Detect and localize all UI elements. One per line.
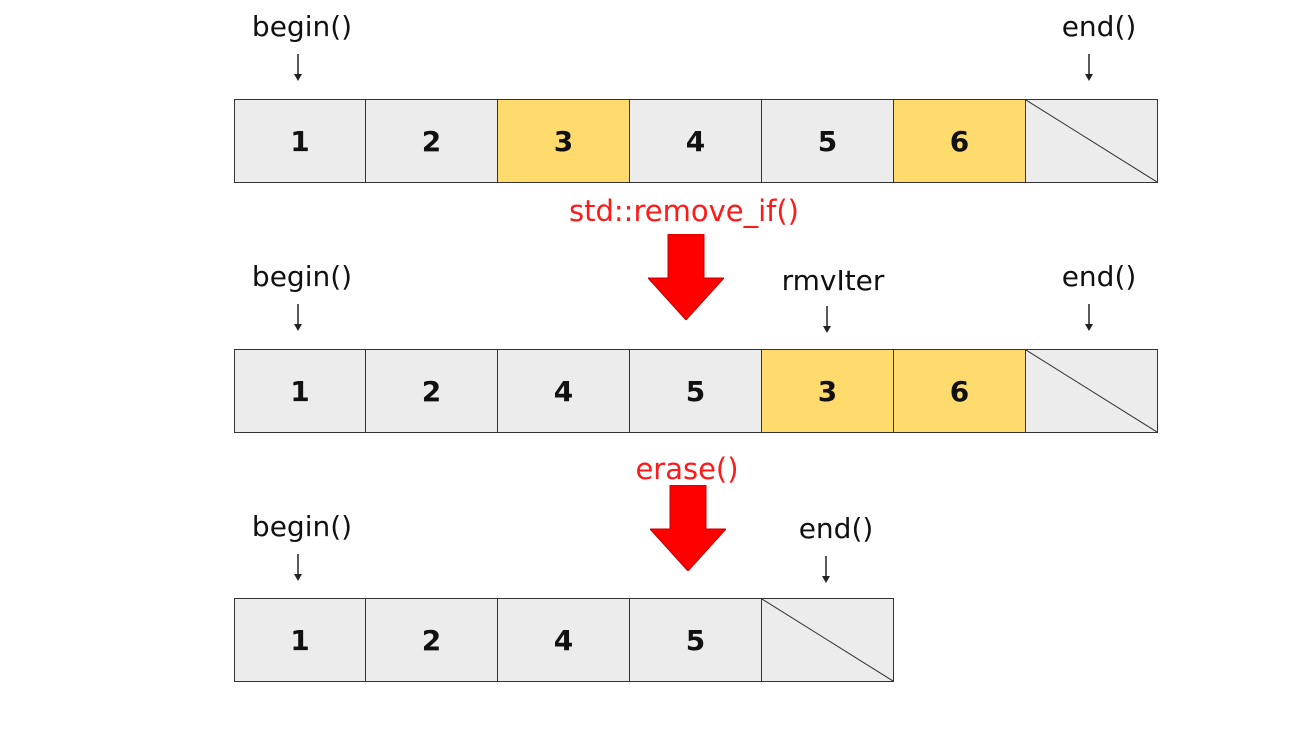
big-down-arrow-icon: [650, 485, 726, 571]
down-arrow-icon: [294, 304, 302, 331]
array-cell: 1: [234, 349, 366, 433]
array-cell: 4: [630, 99, 762, 183]
down-arrow-icon: [823, 306, 831, 333]
pointer-label: begin(): [251, 510, 353, 543]
array-cell-highlighted: 3: [762, 349, 894, 433]
pointer-label: begin(): [251, 10, 353, 43]
down-arrow-icon: [294, 554, 302, 581]
pointer-end-row1: end(): [1019, 10, 1179, 81]
array-cell-highlighted: 6: [894, 99, 1026, 183]
down-arrow-icon: [294, 54, 302, 81]
pointer-label: end(): [1061, 10, 1137, 43]
pointer-label: end(): [798, 512, 874, 545]
pointer-begin-row1: begin(): [222, 10, 382, 81]
array-row-1: 1 2 3 4 5 6: [234, 99, 1158, 183]
array-cell-past-end: [1026, 99, 1158, 183]
diagonal-slash-icon: [1026, 350, 1157, 432]
array-cell: 1: [234, 99, 366, 183]
operation-label-erase: erase(): [635, 452, 739, 486]
pointer-begin-row2: begin(): [222, 260, 382, 331]
array-cell: 2: [366, 349, 498, 433]
array-cell-highlighted: 3: [498, 99, 630, 183]
pointer-end-row3: end(): [756, 512, 916, 583]
array-cell: 2: [366, 99, 498, 183]
down-arrow-icon: [1085, 304, 1093, 331]
big-down-arrow-icon: [648, 234, 724, 320]
array-cell: 2: [366, 598, 498, 682]
diagonal-slash-icon: [762, 599, 893, 681]
pointer-label: rmvIter: [781, 264, 885, 297]
array-cell-highlighted: 6: [894, 349, 1026, 433]
down-arrow-icon: [1085, 54, 1093, 81]
diagonal-slash-icon: [1026, 100, 1157, 182]
pointer-rmviter-row2: rmvIter: [753, 264, 913, 334]
array-row-2: 1 2 4 5 3 6: [234, 349, 1158, 433]
array-cell: 1: [234, 598, 366, 682]
down-arrow-icon: [822, 556, 830, 583]
array-cell-past-end: [762, 598, 894, 682]
pointer-begin-row3: begin(): [222, 510, 382, 581]
array-cell: 5: [630, 349, 762, 433]
pointer-end-row2: end(): [1019, 260, 1179, 331]
pointer-label: end(): [1061, 260, 1137, 293]
operation-label-remove-if: std::remove_if(): [569, 194, 799, 228]
array-cell: 4: [498, 349, 630, 433]
array-cell: 4: [498, 598, 630, 682]
array-cell: 5: [630, 598, 762, 682]
array-row-3: 1 2 4 5: [234, 598, 894, 682]
array-cell: 5: [762, 99, 894, 183]
array-cell-past-end: [1026, 349, 1158, 433]
pointer-label: begin(): [251, 260, 353, 293]
